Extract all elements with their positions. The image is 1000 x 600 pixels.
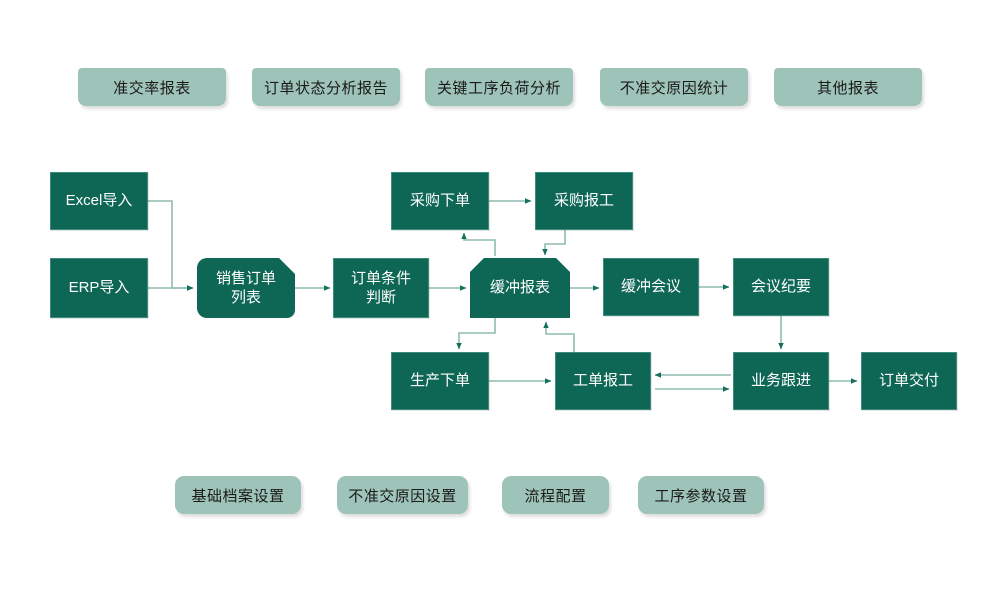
setting-chip-label: 工序参数设置 bbox=[654, 487, 748, 505]
connector-workrep-to-buffer bbox=[543, 321, 575, 352]
setting-chip-liuchengpeizhi[interactable]: 流程配置 bbox=[502, 476, 609, 514]
node-business-followup[interactable]: 业务跟进 bbox=[733, 352, 829, 410]
node-label: 订单条件 判断 bbox=[350, 269, 411, 306]
node-erp-import[interactable]: ERP导入 bbox=[50, 258, 148, 318]
connector-buffer-to-purchase bbox=[461, 232, 496, 256]
setting-chip-gongxucanshu[interactable]: 工序参数设置 bbox=[638, 476, 764, 514]
connector-buffer-to-prodorder bbox=[456, 318, 496, 350]
node-production-order[interactable]: 生产下单 bbox=[391, 352, 489, 410]
node-buffer-meeting[interactable]: 缓冲会议 bbox=[603, 258, 699, 316]
node-label: 会议纪要 bbox=[750, 278, 811, 296]
node-label: 缓冲会议 bbox=[620, 278, 681, 296]
node-excel-import[interactable]: Excel导入 bbox=[50, 172, 148, 230]
report-chip-guanjiangongxu[interactable]: 关键工序负荷分析 bbox=[425, 68, 573, 106]
node-purchase-report[interactable]: 采购报工 bbox=[535, 172, 633, 230]
connector-excel-to-saleslist bbox=[148, 200, 194, 291]
setting-chip-label: 不准交原因设置 bbox=[348, 487, 457, 505]
report-chip-label: 订单状态分析报告 bbox=[263, 79, 388, 97]
node-order-delivery[interactable]: 订单交付 bbox=[861, 352, 957, 410]
node-label: 生产下单 bbox=[409, 372, 470, 390]
report-chip-buzhunjiaoyuanyin[interactable]: 不准交原因统计 bbox=[600, 68, 748, 106]
node-purchase-order[interactable]: 采购下单 bbox=[391, 172, 489, 230]
report-chip-dingdanzhuangtai[interactable]: 订单状态分析报告 bbox=[252, 68, 400, 106]
node-label: Excel导入 bbox=[65, 192, 133, 210]
setting-chip-jichudangan[interactable]: 基础档案设置 bbox=[175, 476, 301, 514]
report-chip-zhunjiaolv[interactable]: 准交率报表 bbox=[78, 68, 226, 106]
report-chip-label: 关键工序负荷分析 bbox=[436, 79, 561, 97]
report-chip-label: 不准交原因统计 bbox=[619, 79, 729, 97]
setting-chip-label: 基础档案设置 bbox=[191, 487, 285, 505]
report-chip-qitabaobiao[interactable]: 其他报表 bbox=[774, 68, 922, 106]
node-label: ERP导入 bbox=[68, 279, 130, 297]
node-label: 业务跟进 bbox=[750, 372, 811, 390]
connector-purchrep-to-buffer bbox=[542, 230, 566, 256]
node-label: 订单交付 bbox=[878, 372, 939, 390]
report-chip-label: 其他报表 bbox=[816, 79, 879, 97]
node-shape bbox=[197, 258, 295, 318]
setting-chip-buzhunjiaoyuanyin[interactable]: 不准交原因设置 bbox=[337, 476, 468, 514]
node-label: 销售订单 列表 bbox=[215, 269, 276, 306]
node-label: 采购下单 bbox=[409, 192, 470, 210]
node-meeting-minutes[interactable]: 会议纪要 bbox=[733, 258, 829, 316]
node-label: 采购报工 bbox=[553, 192, 614, 210]
node-sales-order-list[interactable]: 销售订单 列表 bbox=[197, 258, 295, 318]
node-buffer-report[interactable]: 缓冲报表 bbox=[470, 258, 570, 318]
report-chip-label: 准交率报表 bbox=[113, 79, 191, 97]
node-work-order-report[interactable]: 工单报工 bbox=[555, 352, 651, 410]
setting-chip-label: 流程配置 bbox=[524, 487, 587, 505]
node-label: 缓冲报表 bbox=[489, 279, 550, 297]
node-label: 工单报工 bbox=[572, 372, 633, 390]
node-order-condition-check[interactable]: 订单条件 判断 bbox=[333, 258, 429, 318]
node-shape bbox=[470, 258, 570, 318]
